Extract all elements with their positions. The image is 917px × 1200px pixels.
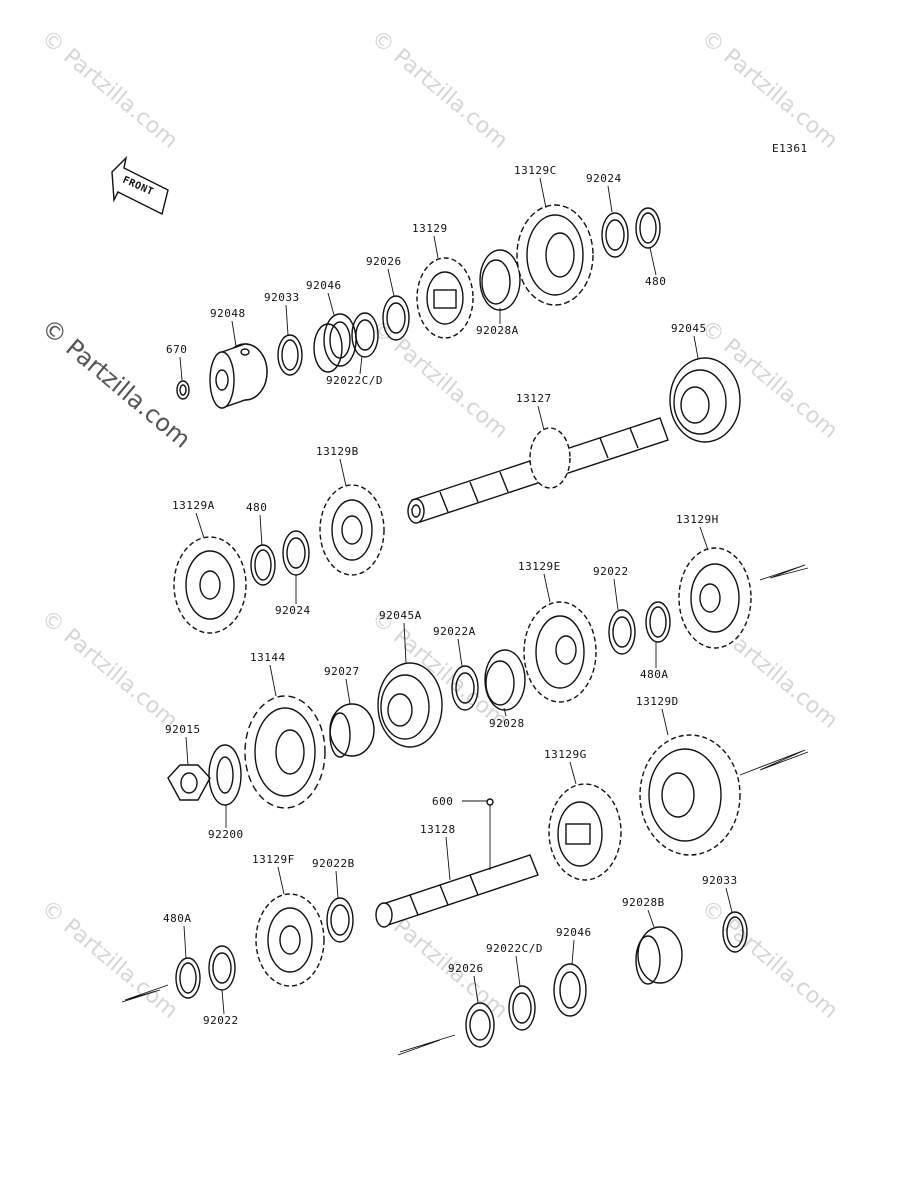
- part-label: 92022: [593, 565, 629, 578]
- part-label: 13127: [516, 392, 552, 405]
- part-label: 92046: [306, 279, 342, 292]
- part-label: 92024: [275, 604, 311, 617]
- part-label: 13129B: [316, 445, 359, 458]
- part-label: 13144: [250, 651, 286, 664]
- watermark: © Partzilla.com: [696, 895, 842, 1023]
- watermark: © Partzilla.com: [696, 25, 842, 153]
- part-label: 92048: [210, 307, 246, 320]
- part-label: 13129: [412, 222, 448, 235]
- part-label: 92046: [556, 926, 592, 939]
- part-label: 13129E: [518, 560, 561, 573]
- part-label: 13129G: [544, 748, 587, 761]
- part-label: 92022B: [312, 857, 355, 870]
- part-label: 480: [645, 275, 666, 288]
- part-label: 92022C/D: [486, 942, 543, 955]
- part-shapes-top: [176, 204, 661, 409]
- part-label: 13128: [420, 823, 456, 836]
- part-label: 92026: [366, 255, 402, 268]
- watermark: © Partzilla.com: [36, 25, 182, 153]
- part-label: 13129D: [636, 695, 679, 708]
- part-labels: 13129C 92024 13129 92026 92046 92033 920…: [163, 164, 738, 1027]
- part-label: 92045: [671, 322, 707, 335]
- watermark: © Partzilla.com: [36, 895, 182, 1023]
- part-label: 92200: [208, 828, 244, 841]
- part-label: 13129H: [676, 513, 719, 526]
- part-label: 92015: [165, 723, 201, 736]
- part-label: 92027: [324, 665, 360, 678]
- part-label: 92028A: [476, 324, 519, 337]
- watermark: © Partzilla.com: [366, 25, 512, 153]
- watermark: © Partzilla.com: [36, 605, 182, 733]
- part-label: 13129F: [252, 853, 295, 866]
- watermark: © Partzilla.com: [36, 313, 196, 453]
- part-label: 92022A: [433, 625, 476, 638]
- part-label: 92022: [203, 1014, 239, 1027]
- figure-code: E1361: [772, 142, 808, 155]
- part-label: 92028: [489, 717, 525, 730]
- part-label: 92028B: [622, 896, 665, 909]
- part-label: 92022C/D: [326, 374, 383, 387]
- part-label: 92033: [264, 291, 300, 304]
- part-shapes-middle: [167, 547, 809, 881]
- part-label: 92026: [448, 962, 484, 975]
- part-label: 480: [246, 501, 267, 514]
- part-label: 600: [432, 795, 453, 808]
- part-shapes-shaft1: [173, 357, 741, 634]
- part-label: 480A: [163, 912, 192, 925]
- part-label: 13129C: [514, 164, 557, 177]
- part-label: 92024: [586, 172, 622, 185]
- part-shapes-bottom: [121, 798, 748, 1056]
- part-label: 92045A: [379, 609, 422, 622]
- front-arrow-icon: FRONT: [111, 155, 169, 216]
- part-label: 92033: [702, 874, 738, 887]
- part-label: 670: [166, 343, 187, 356]
- part-label: 480A: [640, 668, 669, 681]
- leader-lines: [179, 177, 733, 1015]
- part-label: 13129A: [172, 499, 215, 512]
